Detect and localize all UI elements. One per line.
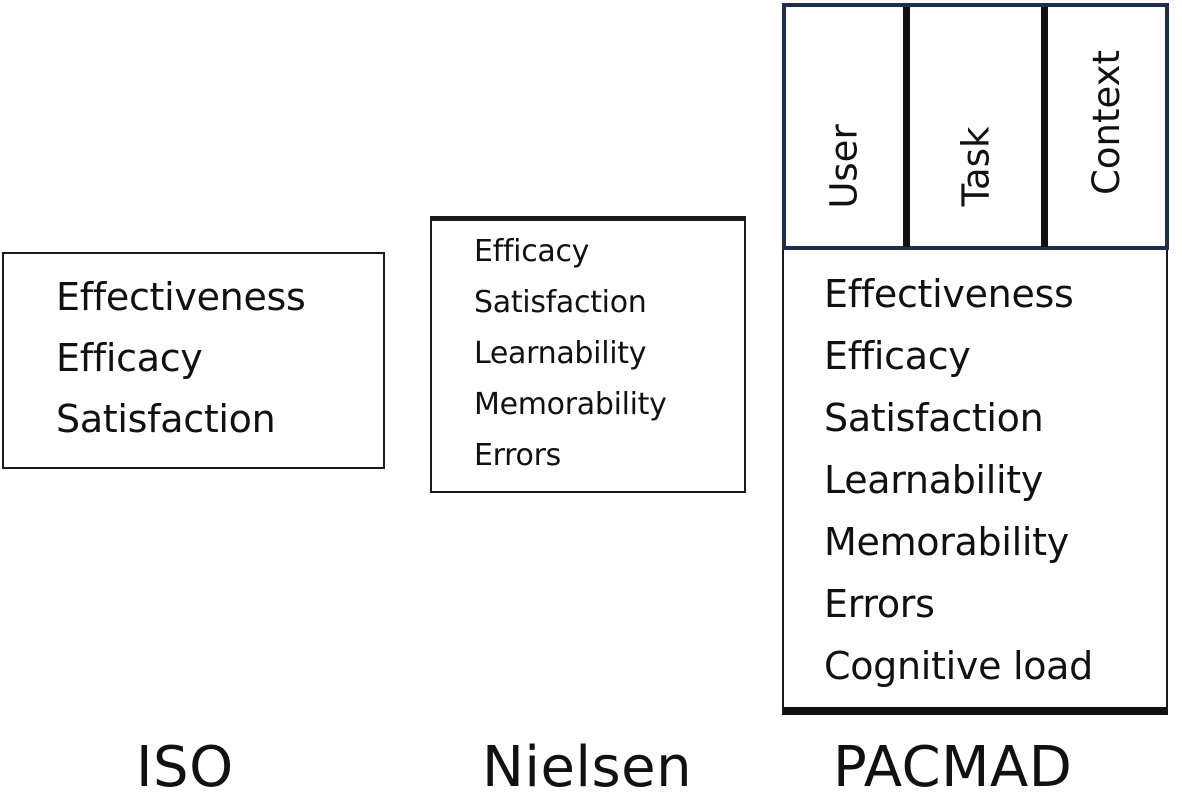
pacmad-attribute-memorability: Memorability bbox=[824, 520, 1069, 564]
pacmad-attribute-effectiveness: Effectiveness bbox=[824, 272, 1074, 316]
iso-attribute-list: Effectiveness Efficacy Satisfaction bbox=[56, 272, 306, 455]
pacmad-attribute-list: Effectiveness Efficacy Satisfaction Lear… bbox=[824, 266, 1093, 700]
nielsen-attribute-learnability: Learnability bbox=[474, 336, 647, 371]
iso-attribute-satisfaction: Satisfaction bbox=[56, 397, 276, 441]
pacmad-attribute-cognitive-load: Cognitive load bbox=[824, 644, 1093, 688]
pacmad-attribute-satisfaction: Satisfaction bbox=[824, 396, 1044, 440]
pacmad-factor-task: Task bbox=[953, 126, 997, 207]
pacmad-factor-cell-user: User bbox=[786, 7, 903, 246]
pacmad-factor-cell-task: Task bbox=[910, 7, 1041, 246]
pacmad-factor-user: User bbox=[823, 124, 866, 209]
pacmad-attribute-learnability: Learnability bbox=[824, 458, 1044, 502]
pacmad-factor-context: Context bbox=[1085, 50, 1129, 195]
iso-box bbox=[2, 252, 385, 469]
pacmad-attribute-efficacy: Efficacy bbox=[824, 334, 971, 378]
model-label-pacmad: PACMAD bbox=[833, 735, 1073, 800]
model-label-iso: ISO bbox=[136, 735, 234, 800]
iso-attribute-effectiveness: Effectiveness bbox=[56, 275, 306, 319]
pacmad-factor-cell-context: Context bbox=[1048, 7, 1165, 246]
pacmad-attribute-errors: Errors bbox=[824, 582, 935, 626]
nielsen-attribute-errors: Errors bbox=[474, 438, 561, 473]
factor-divider bbox=[1041, 7, 1048, 247]
nielsen-attribute-memorability: Memorability bbox=[474, 387, 667, 422]
model-label-nielsen: Nielsen bbox=[482, 735, 693, 800]
nielsen-box bbox=[430, 216, 746, 493]
factor-divider bbox=[903, 7, 910, 247]
nielsen-attribute-efficacy: Efficacy bbox=[474, 234, 590, 269]
pacmad-box bbox=[782, 250, 1168, 715]
iso-attribute-efficacy: Efficacy bbox=[56, 336, 203, 380]
nielsen-attribute-satisfaction: Satisfaction bbox=[474, 285, 647, 320]
pacmad-factor-header: User Task Context bbox=[782, 3, 1169, 250]
nielsen-attribute-list: Efficacy Satisfaction Learnability Memor… bbox=[474, 229, 667, 484]
